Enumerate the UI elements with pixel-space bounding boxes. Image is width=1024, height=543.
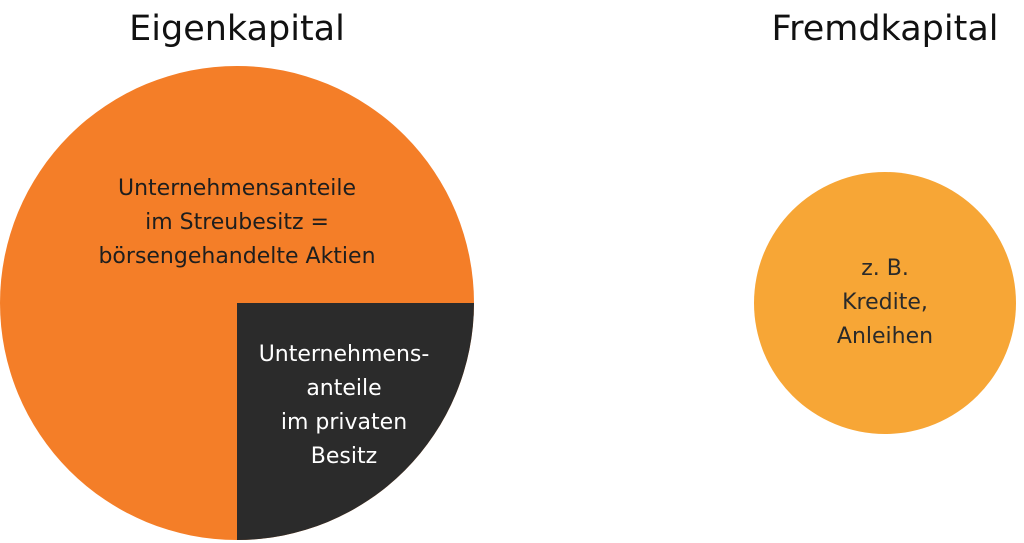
debt-label-line: z. B. bbox=[861, 256, 909, 281]
private-share-label-line: anteile bbox=[306, 376, 382, 401]
public-share-label: Unternehmensanteile im Streubesitz = bör… bbox=[98, 172, 375, 274]
private-share-label: Unternehmens- anteile im privaten Besitz bbox=[259, 338, 430, 474]
private-share-label-line: Besitz bbox=[310, 444, 378, 469]
debt-label-line: Anleihen bbox=[836, 324, 934, 349]
debt-circle bbox=[754, 172, 1016, 434]
public-share-label-line: börsengehandelte Aktien bbox=[98, 244, 376, 269]
equity-title: Eigenkapital bbox=[129, 9, 345, 49]
debt-title: Fremdkapital bbox=[771, 9, 999, 49]
debt-label: z. B. Kredite, Anleihen bbox=[837, 252, 933, 354]
private-share-label-line: Unternehmens- bbox=[258, 342, 430, 367]
debt-label-line: Kredite, bbox=[842, 290, 928, 315]
private-share-label-line: im privaten bbox=[280, 410, 408, 435]
private-share-wedge bbox=[237, 303, 474, 540]
public-share-label-line: im Streubesitz = bbox=[145, 210, 329, 235]
public-share-label-line: Unternehmensanteile bbox=[117, 176, 356, 201]
